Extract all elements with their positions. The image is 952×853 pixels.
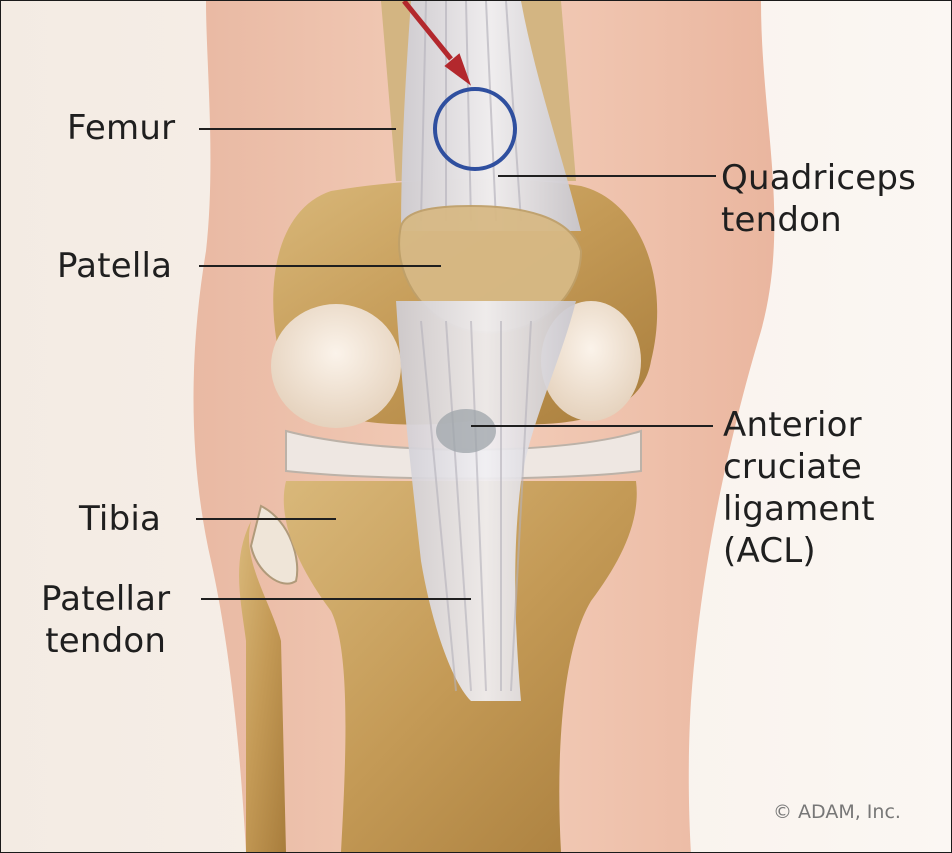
left-condyle-cartilage [271,304,401,428]
copyright-notice: © ADAM, Inc. [773,801,901,823]
acl-label: Anterior cruciate ligament (ACL) [723,404,875,572]
patella-label: Patella [57,245,172,287]
femur-label: Femur [67,107,175,149]
quadriceps-tendon-label: Quadriceps tendon [721,157,916,241]
patellar-tendon-label: Patellar tendon [41,578,170,662]
tibia-label: Tibia [79,498,161,540]
acl-shape [436,409,496,453]
